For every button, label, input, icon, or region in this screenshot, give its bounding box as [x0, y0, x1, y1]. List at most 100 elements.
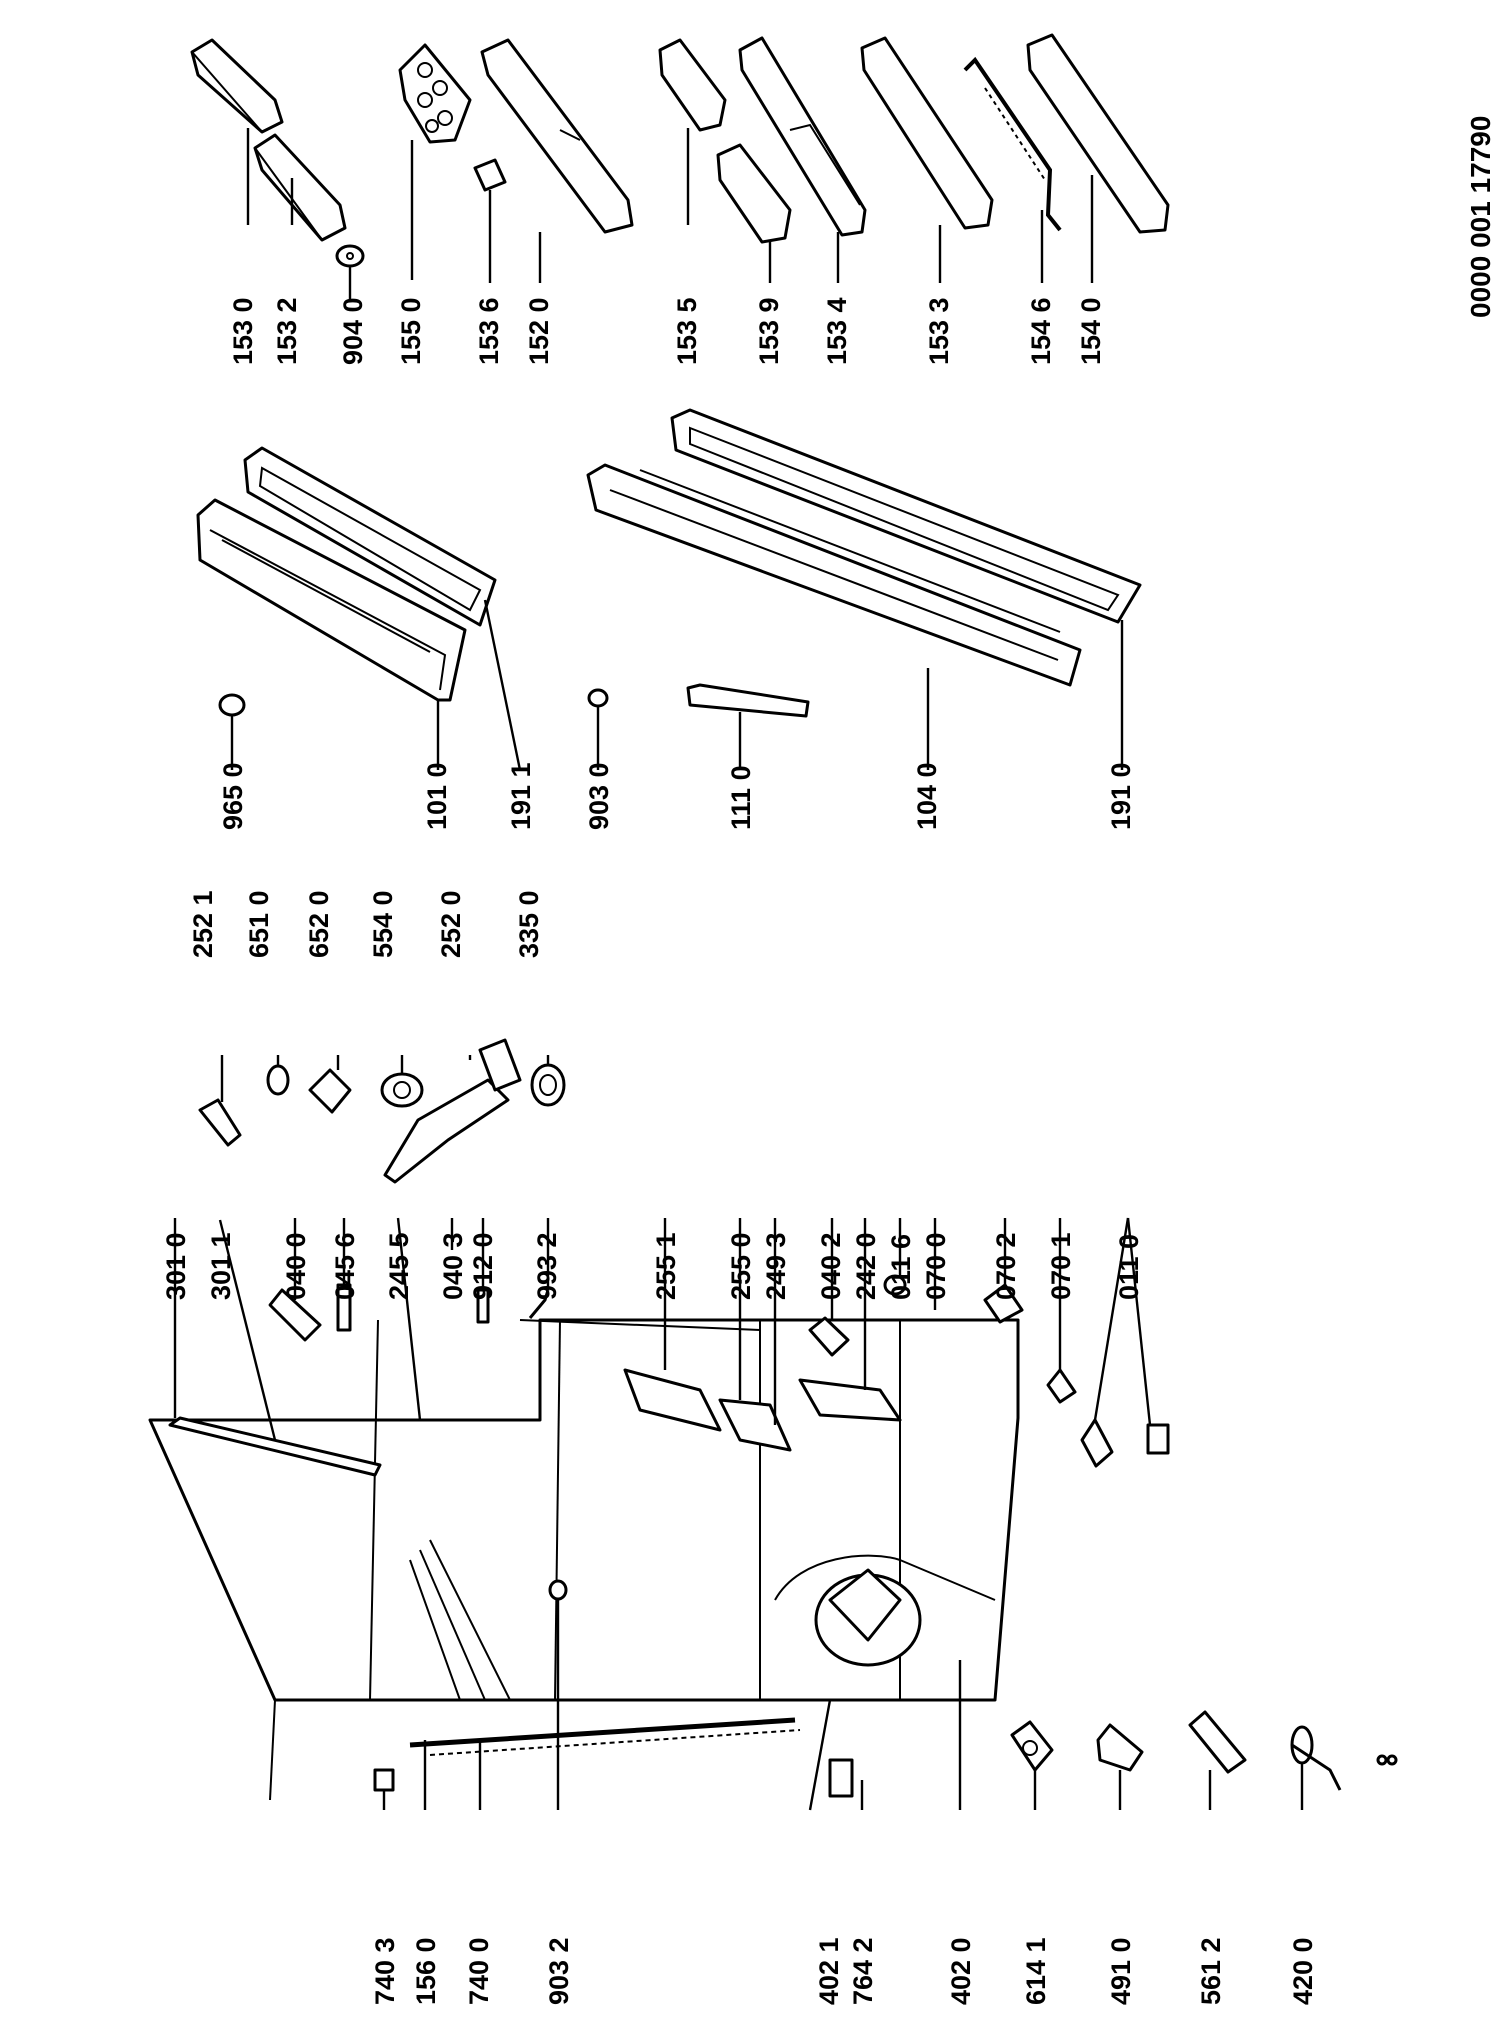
door-bottle-shelf-152-0: 152 0	[480, 38, 634, 365]
label-153-6: 153 6	[474, 297, 504, 365]
cover-740-3: 740 3	[370, 1768, 400, 2005]
label-335-0: 335 0	[514, 890, 544, 958]
label-153-3: 153 3	[924, 297, 954, 365]
knob-252-1: 252 1	[188, 890, 242, 1147]
label-242-0: 242 0	[851, 1232, 881, 1300]
label-2420-group: 242 0	[851, 1218, 881, 1390]
label-7400-group: 740 0	[464, 1740, 494, 2005]
retaining-bar-154-6: 154 6	[963, 56, 1062, 365]
cover-491-0: 491 0	[1096, 1723, 1144, 2005]
label-070-0: 070 0	[921, 1232, 951, 1300]
label-154-6: 154 6	[1026, 297, 1056, 365]
door-shelf-154-0: 154 0	[1026, 33, 1170, 365]
label-045-6: 045 6	[330, 1232, 360, 1300]
label-0700-group: 070 0	[921, 1218, 951, 1310]
thermostat-group: 252 1 651 0 652 0 554 0 252 0	[188, 890, 566, 1184]
label-252-1: 252 1	[188, 890, 218, 958]
doors-group: 965 0 101 0 191 1 903 0 111 0	[196, 408, 1142, 830]
door-accessories-group: 153 0 153 2 904 0 155 0 1	[190, 33, 1170, 365]
label-040-0: 040 0	[281, 1232, 311, 1300]
label-2493-group: 249 3	[761, 1218, 791, 1425]
label-040-2: 040 2	[816, 1232, 846, 1300]
label-993-2: 993 2	[532, 1232, 562, 1300]
door-shelf-153-4: 153 4	[738, 36, 867, 365]
cable-993-2: 993 2	[528, 1218, 562, 1319]
document-number: 0000 001 17790	[1465, 116, 1496, 318]
plug-903-2: 903 2	[544, 1579, 574, 2005]
label-153-4: 153 4	[822, 297, 852, 365]
label-912-0: 912 0	[468, 1232, 498, 1300]
plug-965-0: 965 0	[218, 693, 248, 830]
label-0403-group: 040 3	[438, 1218, 468, 1300]
label-111-0: 111 0	[726, 765, 756, 830]
label-2550-group: 255 0	[726, 1218, 756, 1400]
label-2551-group: 255 1	[651, 1218, 681, 1370]
foot-011-0: 011 0	[1080, 1217, 1170, 1468]
label-402-0: 402 0	[946, 1937, 976, 2005]
hinge-bracket-040-0: 040 0	[268, 1218, 322, 1342]
cabinet-body	[148, 1318, 1020, 1702]
button-904-0: 904 0	[335, 244, 368, 365]
label-156-0: 156 0	[411, 1937, 441, 2005]
label-153-9: 153 9	[754, 297, 784, 365]
relay-614-1: 614 1	[1010, 1720, 1054, 2005]
pin-045-6: 045 6	[330, 1218, 360, 1332]
label-245-5: 245 5	[384, 1232, 414, 1300]
label-4021-group: 402 1	[808, 1699, 844, 2005]
label-152-0: 152 0	[524, 297, 554, 365]
screw-912-0: 912 0	[468, 1218, 498, 1324]
label-153-5: 153 5	[672, 297, 702, 365]
lamp-651-0: 651 0	[244, 890, 290, 1096]
label-252-0: 252 0	[436, 890, 466, 958]
label-764-2: 764 2	[848, 1937, 878, 2005]
knob-335-0: 335 0	[514, 890, 566, 1107]
label-301-0: 301 0	[161, 1232, 191, 1300]
label-420-0: 420 0	[1288, 1937, 1318, 2005]
thermostat-housing-252-0: 252 0	[383, 890, 522, 1184]
door-shelf-cover-153-2: 153 2	[253, 133, 347, 365]
hinge-111-0: 111 0	[686, 683, 810, 830]
label-153-0: 153 0	[228, 297, 258, 365]
egg-tray-155-0: 155 0	[396, 43, 472, 365]
fridge-gasket-191-0: 191 0	[670, 408, 1142, 830]
label-4020-group: 402 0	[946, 1660, 976, 2005]
label-255-1: 255 1	[651, 1232, 681, 1300]
label-155-0: 155 0	[396, 297, 426, 365]
clip-153-6: 153 6	[473, 158, 507, 365]
label-191-0: 191 0	[1106, 762, 1136, 830]
label-011-6: 011 6	[886, 1234, 916, 1300]
label-614-1: 614 1	[1021, 1937, 1051, 2005]
label-1560-group: 156 0	[411, 1740, 441, 2005]
cable-420-0: 420 0	[1288, 1725, 1398, 2005]
label-903-2: 903 2	[544, 1937, 574, 2005]
bracket-070-2: 070 2	[983, 1218, 1024, 1324]
freezer-door-101-0: 101 0	[196, 498, 467, 830]
starter-561-2: 561 2	[1188, 1710, 1247, 2005]
label-740-0: 740 0	[464, 1937, 494, 2005]
label-104-0: 104 0	[912, 762, 942, 830]
label-904-0: 904 0	[338, 297, 368, 365]
cabinet-group: 301 0 301 1 040 0 045 6 245 5 040 3 912 …	[148, 1217, 1398, 2005]
label-101-0: 101 0	[422, 762, 452, 830]
label-652-0: 652 0	[304, 890, 334, 958]
label-249-3: 249 3	[761, 1232, 791, 1300]
thermostat-554-0: 554 0	[368, 890, 424, 1108]
screw-903-0: 903 0	[584, 688, 614, 830]
door-shelf-153-3: 153 3	[860, 36, 994, 365]
label-255-0: 255 0	[726, 1232, 756, 1300]
door-box-153-9: 153 9	[716, 143, 792, 365]
label-491-0: 491 0	[1106, 1937, 1136, 2005]
label-154-0: 154 0	[1076, 297, 1106, 365]
label-965-0: 965 0	[218, 762, 248, 830]
label-301-1: 301 1	[206, 1232, 236, 1300]
label-2455-group: 245 5	[384, 1217, 422, 1421]
label-191-1: 191 1	[506, 762, 536, 830]
label-040-3: 040 3	[438, 1232, 468, 1300]
label-903-0: 903 0	[584, 762, 614, 830]
evaporator-grid	[409, 1539, 511, 1701]
label-554-0: 554 0	[368, 890, 398, 958]
label-070-1: 070 1	[1046, 1232, 1076, 1300]
capacitor-764-2: 764 2	[828, 1758, 878, 2005]
label-070-2: 070 2	[991, 1232, 1021, 1300]
